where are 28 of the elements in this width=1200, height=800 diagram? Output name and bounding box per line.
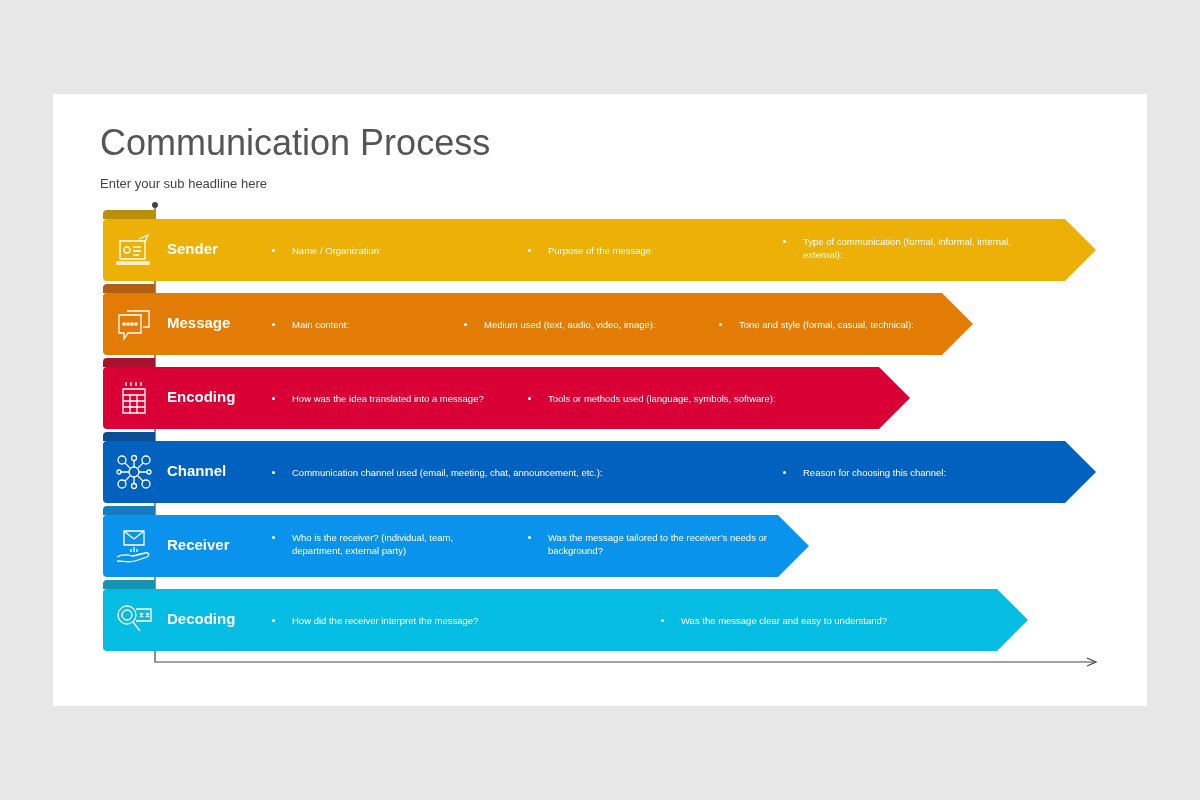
bullet-text: Reason for choosing this channel: [803, 465, 948, 479]
arrow-band [103, 432, 1096, 503]
bullet-text: How did the receiver interpret the message? [292, 613, 480, 627]
subtitle: Enter your sub headline here [100, 176, 267, 191]
bullet-text: Name / Organization: [292, 243, 383, 257]
bullet-text: Tools or methods used (language, symbols, software): [548, 391, 777, 405]
slide-title: Communication Process [100, 122, 491, 164]
band-heading: Channel [167, 462, 227, 479]
arrow-band [103, 506, 809, 577]
arrow-band [103, 358, 910, 429]
band-heading: Encoding [167, 388, 236, 405]
band-heading: Receiver [167, 536, 230, 553]
bullet-text: Type of communication (formal, informal, internal, external): [803, 235, 1013, 261]
arrow-band [103, 210, 1096, 281]
bullet-text: Tone and style (formal, casual, technical): [739, 317, 915, 331]
band-heading: Decoding [167, 610, 236, 627]
band-heading: Message [167, 314, 231, 331]
bullet-text: Medium used (text, audio, video, image): [484, 317, 657, 331]
bullet-text: Purpose of the message: [548, 243, 655, 257]
arrow-band [103, 580, 1028, 651]
bullet-text: Was the message tailored to the receiver’s needs or background? [548, 531, 768, 557]
bullet-text: Communication channel used (email, meeting, chat, announcement, etc.): [292, 465, 604, 479]
arrow-band [103, 284, 973, 355]
bullet-text: Main content: [292, 317, 351, 331]
bullet-text: How was the idea translated into a message? [292, 391, 485, 405]
bullet-text: Who is the receiver? (individual, team, department, external party) [292, 531, 455, 557]
bullet-text: Was the message clear and easy to understand? [681, 613, 889, 627]
band-heading: Sender [167, 240, 218, 257]
